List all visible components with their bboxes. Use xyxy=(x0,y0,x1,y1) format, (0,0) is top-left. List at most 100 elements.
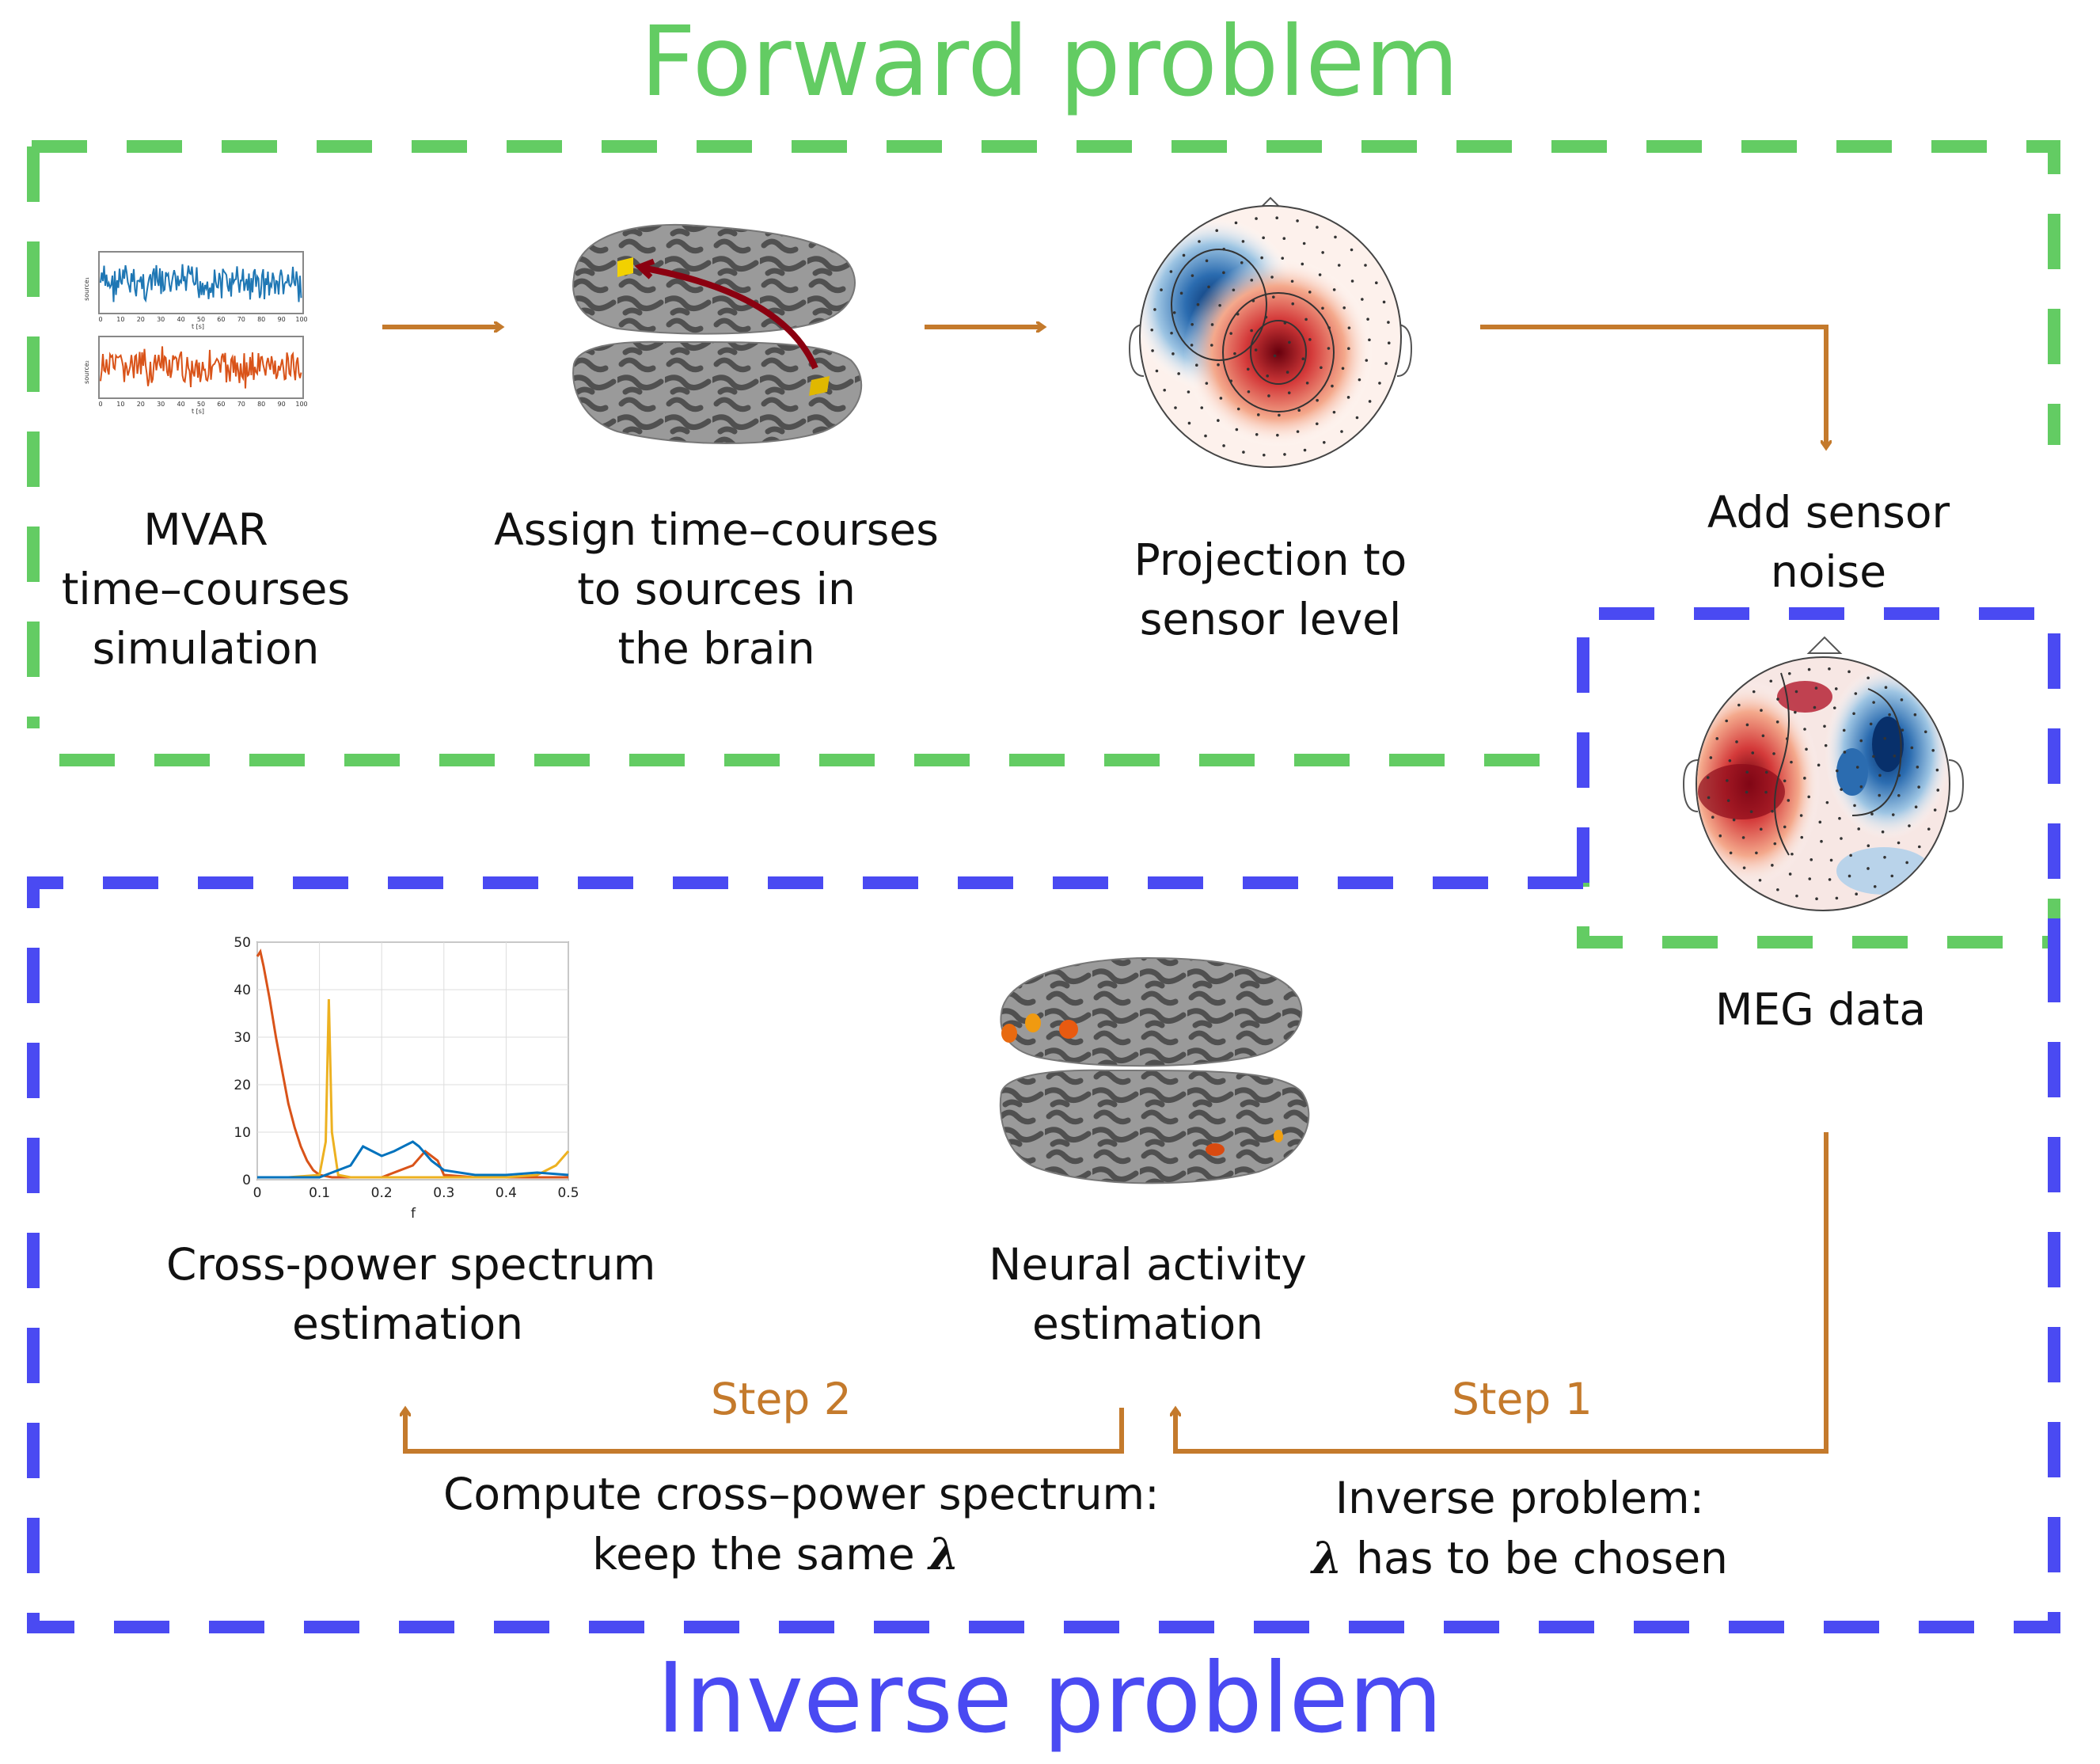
sensor-dot xyxy=(1234,221,1238,225)
sensor-dot xyxy=(1301,357,1305,361)
sensor-dot xyxy=(1795,894,1798,898)
sensor-dot xyxy=(1296,430,1300,433)
mvar-xtick: 70 xyxy=(237,316,245,323)
sensor-dot xyxy=(1331,384,1334,388)
spectrum-ytick: 40 xyxy=(234,983,251,998)
sensor-dot xyxy=(1729,851,1733,855)
sensor-dot xyxy=(1262,236,1265,240)
spectrum-ytick: 50 xyxy=(234,935,251,951)
sensor-dot xyxy=(1316,398,1319,402)
sensor-dot xyxy=(1854,692,1858,695)
sensor-dot xyxy=(1347,347,1350,351)
mvar-xtick: 20 xyxy=(137,316,145,323)
sensor-dot xyxy=(1273,354,1277,358)
mvar-timeseries-plot: 0010102020303040405050606070708080909010… xyxy=(83,251,308,415)
sensor-dot xyxy=(1834,687,1838,690)
sensor-dot xyxy=(1160,288,1163,291)
sensor-dot xyxy=(1897,793,1901,797)
sensor-dot xyxy=(1807,795,1811,799)
sensor-dot xyxy=(1783,779,1787,783)
sensor-dot xyxy=(1174,406,1177,409)
assign-label-line: to sources in xyxy=(577,564,856,614)
sensor-dot xyxy=(1205,259,1209,263)
mvar-xtick: 80 xyxy=(257,316,265,323)
spectrum-axes-box xyxy=(256,941,569,1180)
sensor-dot xyxy=(1809,858,1813,861)
sensor-dot xyxy=(1278,413,1281,417)
sensor-dot xyxy=(1893,755,1897,758)
sensor-dot xyxy=(1263,453,1266,457)
sensor-dot xyxy=(1751,751,1755,755)
sensor-dot xyxy=(1737,703,1741,707)
sensor-dot xyxy=(1933,808,1937,812)
sensor-dot xyxy=(1799,814,1803,817)
sensor-dot xyxy=(1255,217,1258,220)
sensor-dot xyxy=(1297,409,1301,412)
sensor-dot xyxy=(1236,312,1240,316)
sensor-dot xyxy=(1910,746,1914,750)
sensor-dot xyxy=(1308,291,1312,294)
sensor-dot xyxy=(1270,276,1274,279)
projection-label: Projection to sensor level xyxy=(1108,530,1433,649)
sensor-dot xyxy=(1847,670,1851,674)
sensor-dot xyxy=(1794,690,1798,694)
sensor-dot xyxy=(1726,779,1729,782)
sensor-dot xyxy=(1890,874,1894,878)
sensor-dot xyxy=(1870,812,1874,815)
sensor-dot xyxy=(1241,240,1245,243)
sensor-dot xyxy=(1290,279,1294,283)
mvar-xtick: 40 xyxy=(177,316,185,323)
cps-label-line: estimation xyxy=(292,1298,523,1349)
compute-label-text: keep the same xyxy=(592,1529,915,1580)
sensor-dot xyxy=(1760,709,1763,713)
sensor-dot xyxy=(1205,382,1209,385)
sensor-dot xyxy=(1288,340,1291,344)
sensor-dot xyxy=(1872,701,1875,704)
arrow-step2 xyxy=(405,1408,1124,1454)
sensor-dot xyxy=(1264,315,1268,319)
sensor-dot xyxy=(1172,352,1175,355)
sensor-dot xyxy=(1745,790,1749,794)
sensor-dot xyxy=(1254,348,1258,352)
sensor-dot xyxy=(1217,363,1220,367)
inverse-choice-line2: λ has to be chosen xyxy=(1282,1528,1757,1588)
sensor-dot xyxy=(1236,407,1240,411)
lambda-symbol: λ xyxy=(928,1528,959,1580)
sensor-dot xyxy=(1229,332,1232,335)
assign-label: Assign time–courses to sources in the br… xyxy=(491,500,942,679)
sensor-dot xyxy=(1375,281,1378,285)
sensor-dot xyxy=(1267,394,1270,397)
sensor-dot xyxy=(1791,852,1794,856)
sensor-dot xyxy=(1935,768,1939,772)
sensor-dot xyxy=(1936,789,1940,792)
sensor-dot xyxy=(1805,747,1808,751)
sensor-dot xyxy=(1828,878,1832,881)
sensor-dot xyxy=(1190,344,1194,347)
sensor-dot xyxy=(1745,770,1749,774)
mvar-label-line: MVAR xyxy=(143,504,268,555)
sensor-dot xyxy=(1901,728,1904,732)
sensor-dot xyxy=(1150,329,1154,332)
sensor-dot xyxy=(1283,453,1286,456)
sensor-dot xyxy=(1883,736,1887,740)
sensor-dot xyxy=(1853,804,1856,808)
sensor-dot xyxy=(1824,743,1828,747)
step2-label: Step 2 xyxy=(711,1374,852,1424)
cps-label: Cross-power spectrum estimation xyxy=(166,1235,655,1354)
spectrum-xtick: 0.1 xyxy=(309,1185,330,1201)
sensor-dot xyxy=(1752,690,1756,694)
sensor-dot xyxy=(1240,260,1244,264)
sensor-dot xyxy=(1296,219,1299,222)
sensor-dot xyxy=(1210,323,1214,326)
mvar-xtick: 10 xyxy=(116,401,124,408)
sensor-dot xyxy=(1346,396,1350,399)
sensor-dot xyxy=(1914,805,1918,809)
sensor-dot xyxy=(1709,756,1713,759)
sensor-dot xyxy=(1803,728,1806,731)
sensor-dot xyxy=(1242,451,1245,454)
sensor-dot xyxy=(1718,834,1722,838)
sensor-dot xyxy=(1347,326,1351,329)
sensor-dot xyxy=(1820,839,1823,843)
sensor-dot xyxy=(1207,285,1210,289)
sensor-dot xyxy=(1711,815,1715,819)
